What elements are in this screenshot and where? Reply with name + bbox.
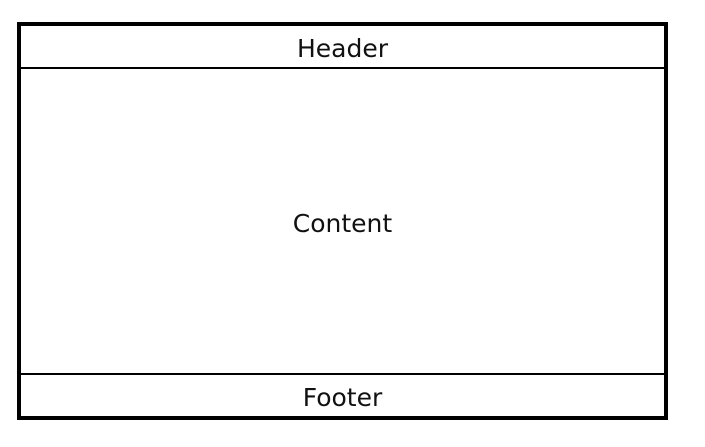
content-label: Content xyxy=(292,208,393,238)
header-region: Header xyxy=(21,26,664,69)
page-layout-diagram: Header Content Footer xyxy=(17,22,668,420)
header-label: Header xyxy=(296,33,389,63)
footer-label: Footer xyxy=(302,383,383,412)
footer-region: Footer xyxy=(21,373,664,416)
content-region: Content xyxy=(21,69,664,373)
